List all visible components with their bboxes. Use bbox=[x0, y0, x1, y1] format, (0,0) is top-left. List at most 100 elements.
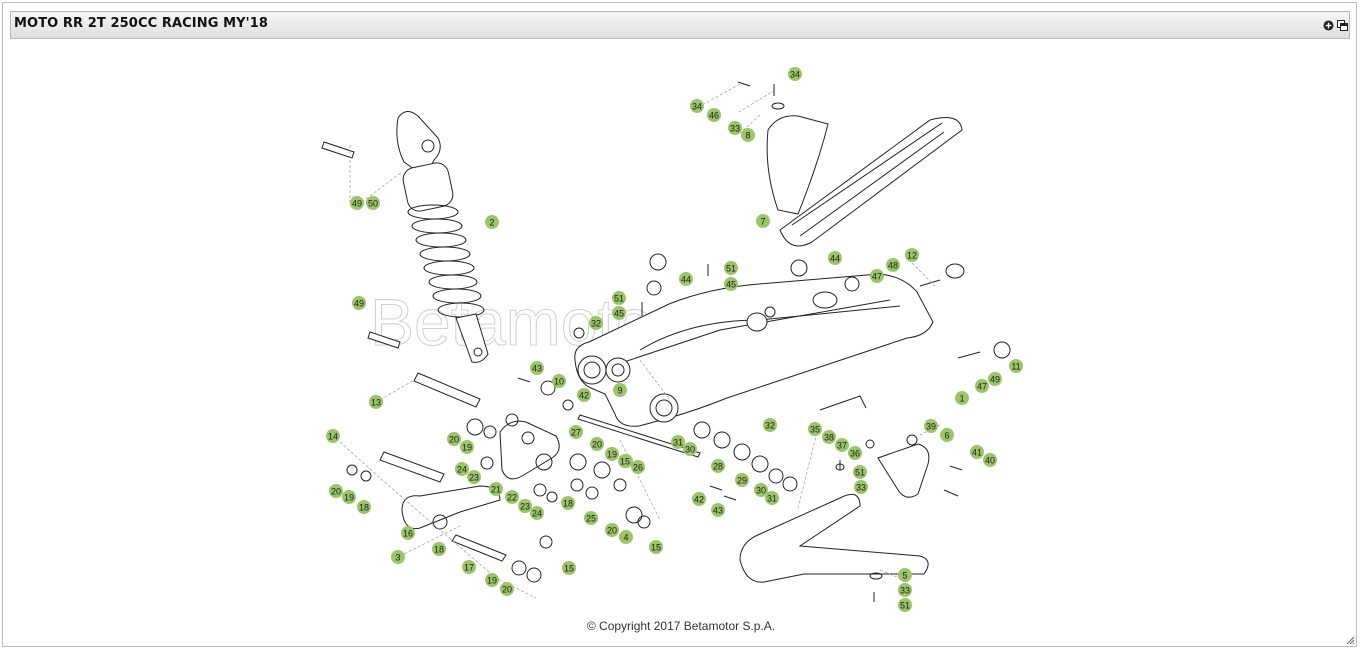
callout-badge[interactable]: 15 bbox=[649, 540, 663, 554]
callout-badge[interactable]: 43 bbox=[711, 503, 725, 517]
callout-badge[interactable]: 24 bbox=[530, 506, 544, 520]
callout-badge[interactable]: 20 bbox=[500, 582, 514, 596]
callout-badge[interactable]: 49 bbox=[350, 196, 364, 210]
callout-badge[interactable]: 1 bbox=[955, 391, 969, 405]
callout-badge[interactable]: 28 bbox=[711, 459, 725, 473]
resize-handle-icon[interactable] bbox=[1345, 635, 1355, 645]
callout-badge[interactable]: 35 bbox=[808, 422, 822, 436]
callout-badge[interactable]: 42 bbox=[692, 492, 706, 506]
callout-badge[interactable]: 33 bbox=[898, 583, 912, 597]
callout-badge[interactable]: 21 bbox=[489, 482, 503, 496]
callout-badge[interactable]: 2 bbox=[485, 215, 499, 229]
callout-badge[interactable]: 19 bbox=[485, 573, 499, 587]
callout-badge[interactable]: 47 bbox=[975, 379, 989, 393]
callout-badge[interactable]: 34 bbox=[788, 67, 802, 81]
callout-label: 48 bbox=[888, 261, 898, 271]
callout-badge[interactable]: 18 bbox=[561, 496, 575, 510]
callout-badge[interactable]: 33 bbox=[728, 121, 742, 135]
callout-badge[interactable]: 30 bbox=[683, 442, 697, 456]
window-popout-icon bbox=[1337, 20, 1348, 31]
callout-badge[interactable]: 31 bbox=[765, 491, 779, 505]
shock-absorber bbox=[396, 111, 489, 363]
popout-button[interactable] bbox=[1337, 20, 1348, 31]
swingarm bbox=[574, 273, 934, 427]
callout-label: 40 bbox=[985, 456, 995, 466]
callout-badge[interactable]: 22 bbox=[505, 490, 519, 504]
callout-badge[interactable]: 9 bbox=[613, 383, 627, 397]
callout-badge[interactable]: 36 bbox=[848, 446, 862, 460]
callout-badge[interactable]: 50 bbox=[366, 196, 380, 210]
callout-badge[interactable]: 8 bbox=[741, 128, 755, 142]
callout-label: 33 bbox=[900, 586, 910, 596]
callout-badge[interactable]: 44 bbox=[828, 251, 842, 265]
callout-badge[interactable]: 43 bbox=[530, 361, 544, 375]
callout-badge[interactable]: 45 bbox=[612, 306, 626, 320]
callout-badge[interactable]: 20 bbox=[447, 432, 461, 446]
callout-badge[interactable]: 41 bbox=[970, 445, 984, 459]
callout-badge[interactable]: 27 bbox=[569, 425, 583, 439]
callout-label: 15 bbox=[620, 457, 630, 467]
callout-label: 3 bbox=[395, 553, 400, 563]
callout-badge[interactable]: 20 bbox=[590, 437, 604, 451]
callout-badge[interactable]: 10 bbox=[552, 374, 566, 388]
callout-badge[interactable]: 45 bbox=[724, 277, 738, 291]
callout-badge[interactable]: 34 bbox=[690, 99, 704, 113]
callout-badge[interactable]: 23 bbox=[518, 499, 532, 513]
callout-badge[interactable]: 20 bbox=[329, 484, 343, 498]
callout-badge[interactable]: 51 bbox=[853, 465, 867, 479]
callout-badge[interactable]: 39 bbox=[924, 419, 938, 433]
callout-badge[interactable]: 29 bbox=[735, 473, 749, 487]
callout-badge[interactable]: 49 bbox=[352, 296, 366, 310]
callout-badge[interactable]: 49 bbox=[988, 372, 1002, 386]
callout-badge[interactable]: 13 bbox=[369, 395, 383, 409]
callout-badge[interactable]: 31 bbox=[671, 435, 685, 449]
callout-badge[interactable]: 26 bbox=[631, 460, 645, 474]
callout-badge[interactable]: 47 bbox=[870, 269, 884, 283]
callout-badge[interactable]: 38 bbox=[822, 430, 836, 444]
callout-label: 44 bbox=[830, 254, 840, 264]
callout-badge[interactable]: 30 bbox=[754, 483, 768, 497]
callout-badge[interactable]: 18 bbox=[357, 500, 371, 514]
callout-badge[interactable]: 17 bbox=[462, 560, 476, 574]
zoom-in-button[interactable] bbox=[1323, 20, 1334, 31]
callout-badge[interactable]: 3 bbox=[391, 550, 405, 564]
callout-badge[interactable]: 16 bbox=[401, 526, 415, 540]
callout-badge[interactable]: 14 bbox=[326, 429, 340, 443]
callout-badge[interactable]: 40 bbox=[983, 453, 997, 467]
callout-badge[interactable]: 51 bbox=[612, 291, 626, 305]
callout-badge[interactable]: 32 bbox=[589, 316, 603, 330]
callout-label: 43 bbox=[713, 506, 723, 516]
callout-badge[interactable]: 32 bbox=[763, 418, 777, 432]
callout-badge[interactable]: 15 bbox=[562, 561, 576, 575]
callout-badge[interactable]: 51 bbox=[724, 261, 738, 275]
callout-badge[interactable]: 42 bbox=[577, 388, 591, 402]
callout-badge[interactable]: 48 bbox=[886, 258, 900, 272]
callout-badge[interactable]: 7 bbox=[756, 214, 770, 228]
callout-badge[interactable]: 11 bbox=[1009, 359, 1023, 373]
callout-badge[interactable]: 20 bbox=[605, 523, 619, 537]
callout-badge[interactable]: 33 bbox=[854, 480, 868, 494]
panel-header: MOTO RR 2T 250CC RACING MY'18 bbox=[10, 11, 1350, 39]
callout-badge[interactable]: 23 bbox=[467, 470, 481, 484]
callout-label: 13 bbox=[371, 398, 381, 408]
callout-badge[interactable]: 19 bbox=[460, 440, 474, 454]
callout-badge[interactable]: 5 bbox=[898, 568, 912, 582]
callout-badge[interactable]: 51 bbox=[898, 598, 912, 612]
callout-badge[interactable]: 24 bbox=[455, 462, 469, 476]
callout-badge[interactable]: 19 bbox=[605, 447, 619, 461]
callout-badge[interactable]: 19 bbox=[342, 490, 356, 504]
callout-label: 5 bbox=[902, 571, 907, 581]
callout-badge[interactable]: 46 bbox=[707, 108, 721, 122]
callout-badge[interactable]: 25 bbox=[584, 511, 598, 525]
callout-badge[interactable]: 37 bbox=[835, 438, 849, 452]
callout-label: 44 bbox=[681, 275, 691, 285]
callout-label: 12 bbox=[907, 251, 917, 261]
callout-badge[interactable]: 44 bbox=[679, 272, 693, 286]
callout-badge[interactable]: 15 bbox=[618, 454, 632, 468]
callout-badge[interactable]: 4 bbox=[619, 530, 633, 544]
plus-circle-icon bbox=[1323, 20, 1334, 31]
callout-badge[interactable]: 6 bbox=[940, 428, 954, 442]
callout-badge[interactable]: 12 bbox=[905, 248, 919, 262]
callout-badge[interactable]: 18 bbox=[432, 542, 446, 556]
